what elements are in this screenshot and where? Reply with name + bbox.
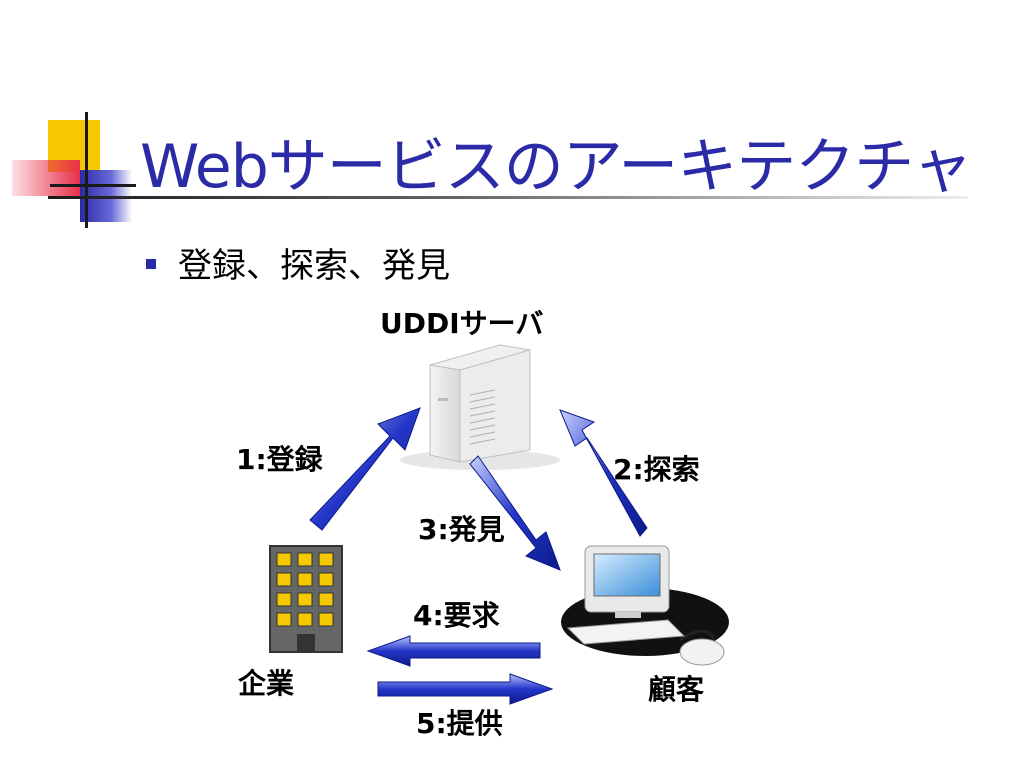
request-label: 4:要求 bbox=[413, 599, 500, 632]
provide-arrow bbox=[377, 673, 554, 705]
server-icon bbox=[400, 344, 560, 470]
server-label: UDDIサーバ bbox=[380, 307, 544, 340]
discover-arrow bbox=[469, 455, 561, 571]
register-label: 1:登録 bbox=[236, 443, 323, 476]
provide-label: 5:提供 bbox=[416, 707, 503, 740]
deco-red-square bbox=[12, 160, 80, 196]
building-icon bbox=[269, 545, 343, 653]
company-label: 企業 bbox=[238, 667, 295, 700]
bullet-text: 登録、探索、発見 bbox=[178, 246, 450, 286]
deco-horizontal-line bbox=[50, 184, 136, 187]
computer-icon bbox=[561, 545, 729, 666]
slide-title: Webサービスのアーキテクチャ bbox=[140, 132, 973, 202]
register-arrow bbox=[309, 407, 421, 531]
customer-label: 顧客 bbox=[648, 673, 705, 706]
search-arrow bbox=[559, 409, 648, 537]
deco-vertical-line bbox=[85, 112, 88, 228]
bullet-marker bbox=[146, 259, 156, 269]
request-arrow bbox=[366, 635, 541, 667]
title-underline bbox=[48, 196, 968, 199]
search-label: 2:探索 bbox=[613, 453, 700, 486]
discover-label: 3:発見 bbox=[418, 513, 505, 546]
